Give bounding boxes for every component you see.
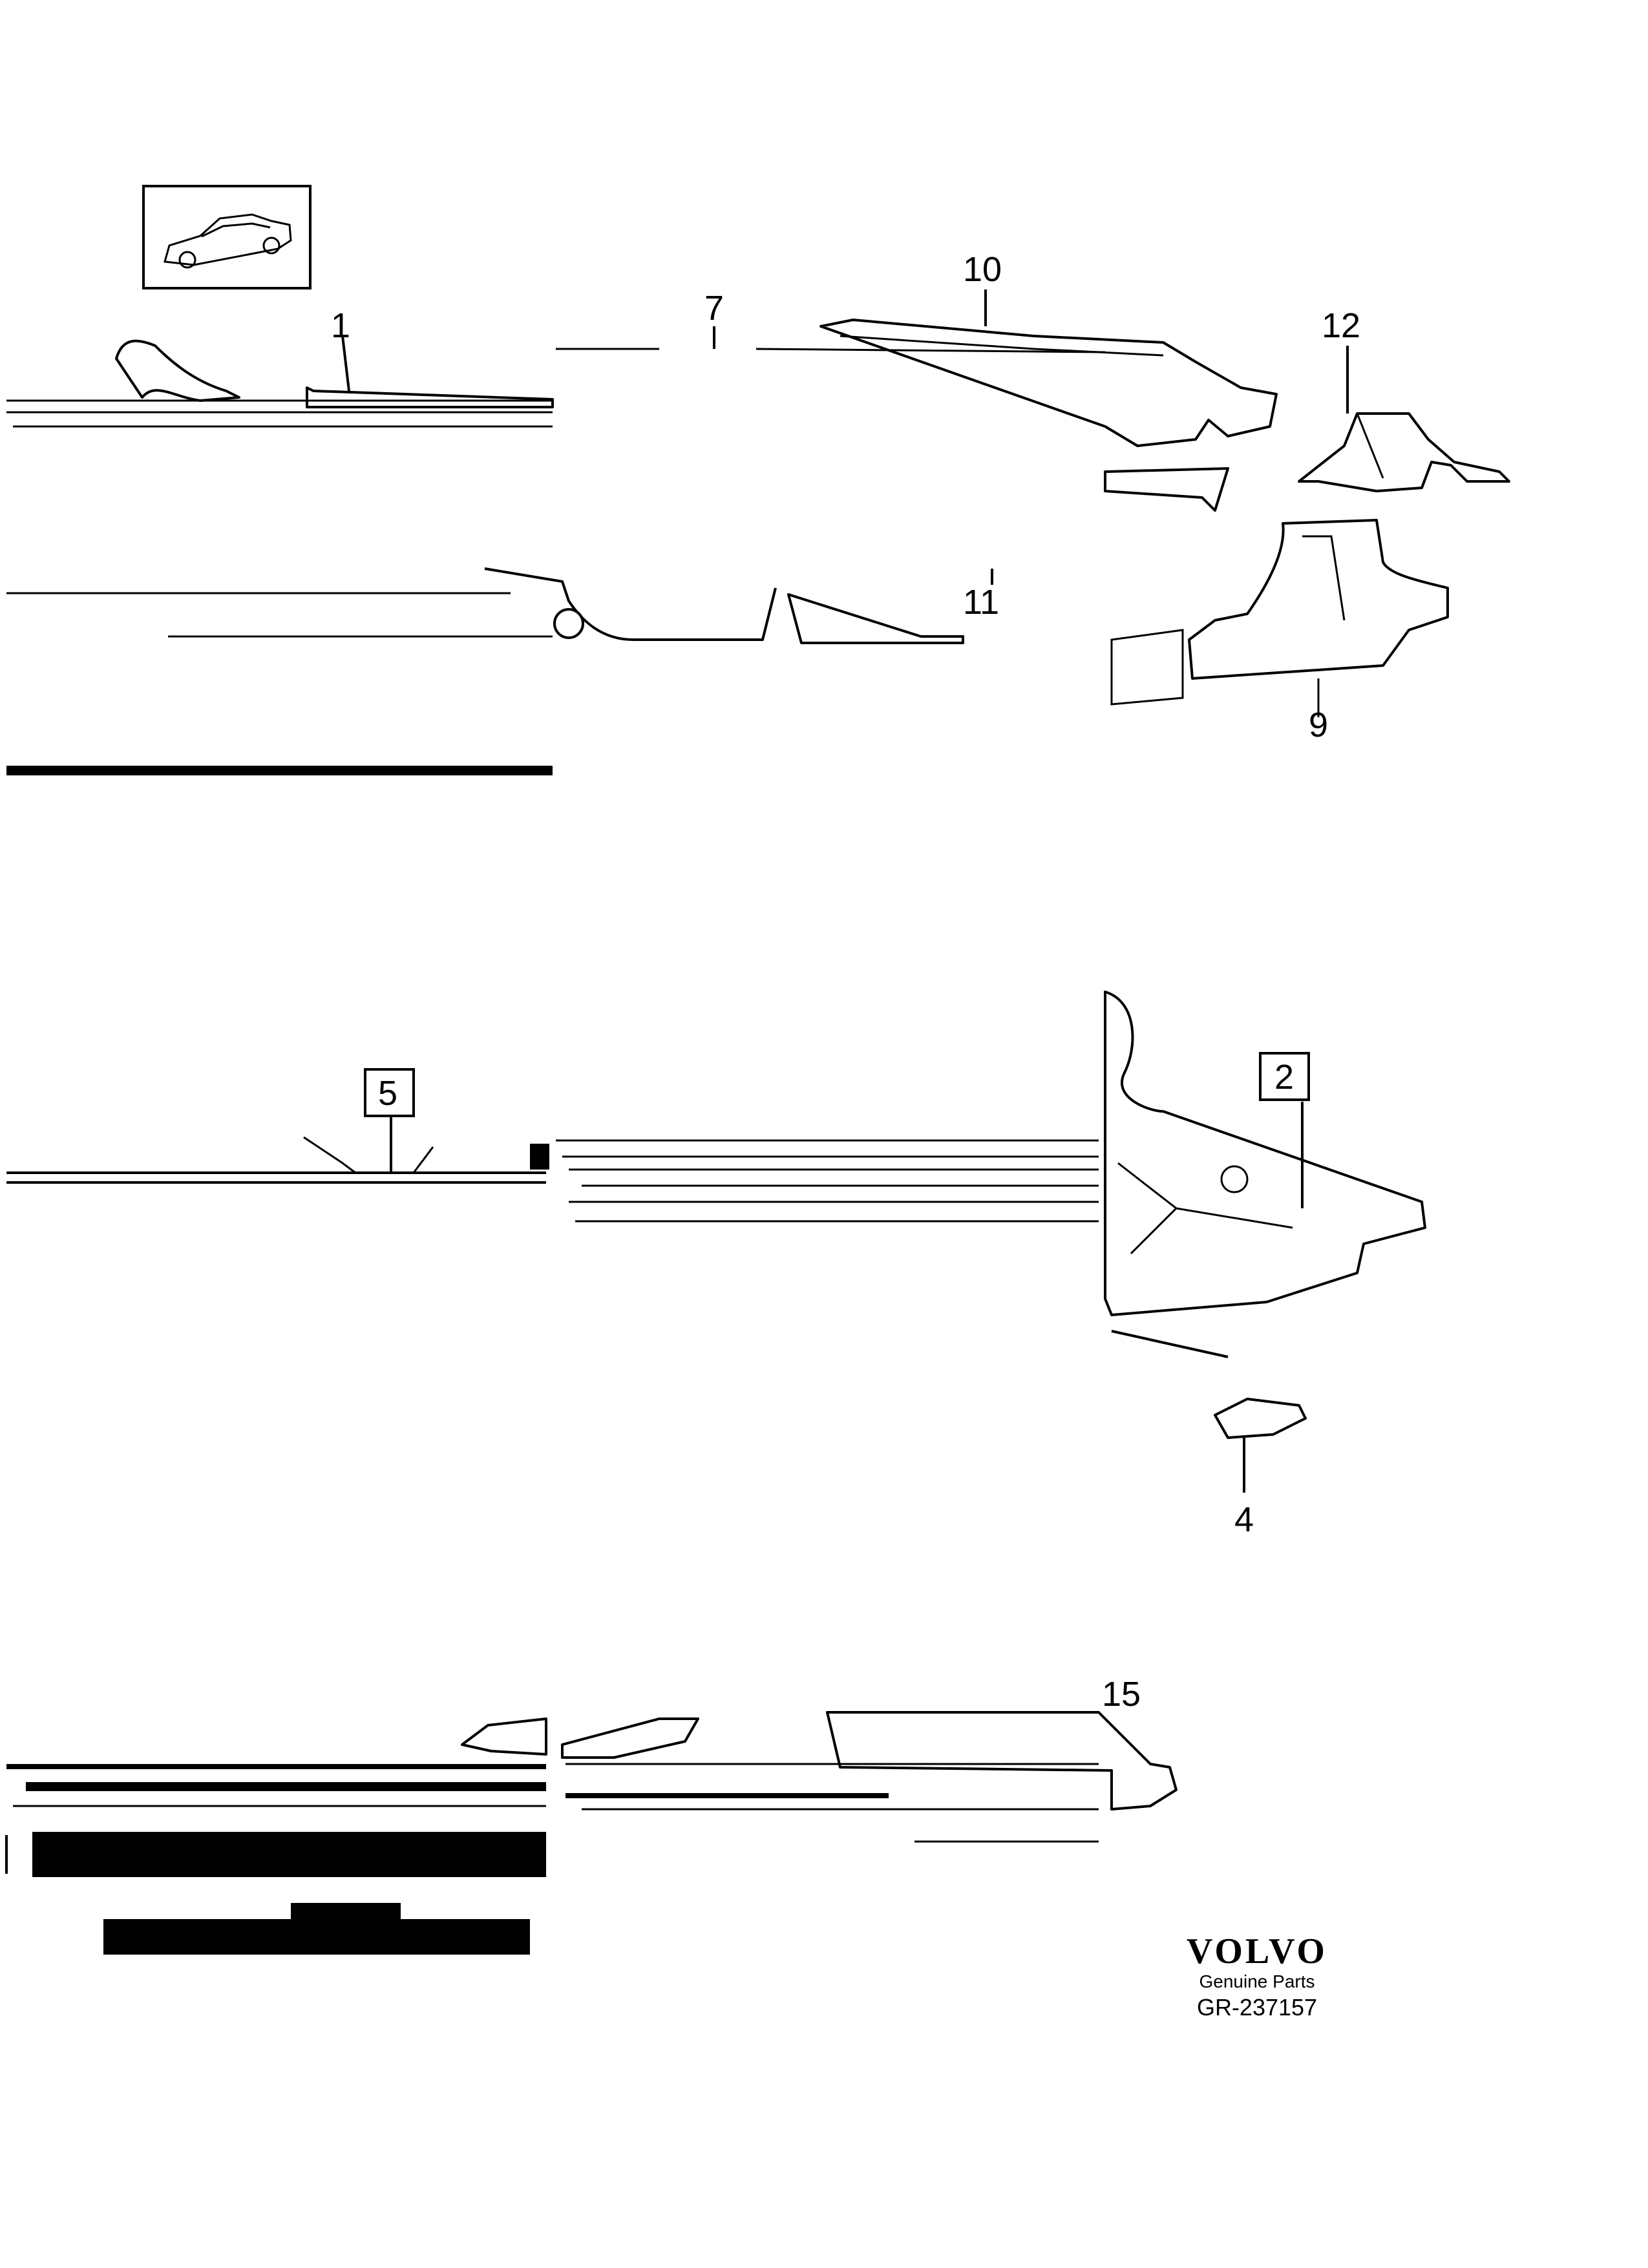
logo-subtitle: Genuine Parts — [1199, 1971, 1315, 1991]
callout-2-box — [1259, 1052, 1310, 1101]
part-2-floor-panel — [1104, 991, 1426, 1358]
callout-11: 11 — [963, 583, 999, 622]
callout-4: 4 — [1234, 1500, 1254, 1539]
part-10-rail — [556, 319, 1278, 512]
vehicle-thumbnail — [142, 185, 312, 289]
part-11-member — [484, 567, 993, 644]
callout-1: 1 — [331, 306, 350, 345]
callout-10: 10 — [963, 250, 1002, 289]
callout-2: 2 — [1274, 1058, 1294, 1097]
volvo-logo: VOLVO Genuine Parts GR-237157 — [1157, 1932, 1357, 2022]
callout-7: 7 — [704, 289, 724, 328]
callout-9: 9 — [1309, 706, 1328, 744]
part-12-bracket — [1298, 412, 1510, 492]
callout-12: 12 — [1322, 306, 1360, 345]
diagram-code: GR-237157 — [1196, 1994, 1318, 2021]
part-15-floor-rear — [5, 1711, 1178, 1955]
callout-5-box — [364, 1068, 415, 1117]
part-1-floor-front — [6, 335, 554, 775]
part-5-panel — [6, 1117, 1099, 1223]
callout-5: 5 — [378, 1074, 397, 1113]
part-4-clip — [1214, 1398, 1307, 1493]
callout-15: 15 — [1102, 1675, 1141, 1714]
part-9-crossmember — [1110, 519, 1449, 717]
logo-brand: VOLVO — [1187, 1931, 1327, 1971]
